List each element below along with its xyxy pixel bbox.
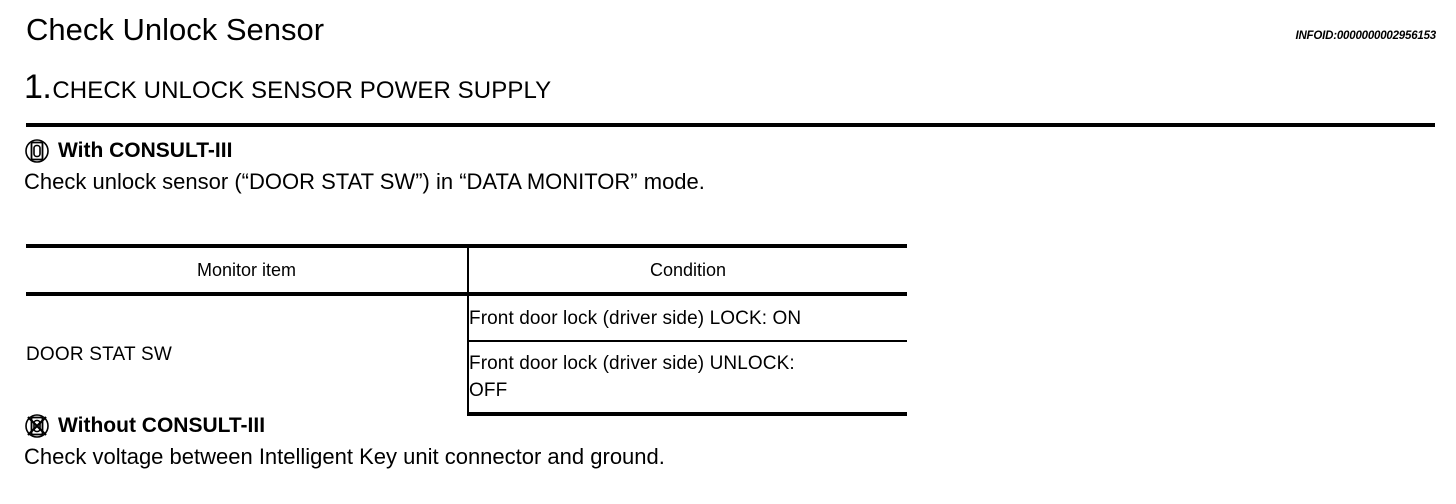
consult-tool-icon	[24, 138, 50, 164]
infoid-label: INFOID:0000000002956153	[1295, 30, 1436, 42]
consult-tool-crossed-icon	[24, 413, 50, 439]
page-title: Check Unlock Sensor	[26, 12, 325, 47]
section-without-consult-label: Without CONSULT-III	[58, 414, 266, 437]
section-without-consult-heading: Without CONSULT-III	[24, 413, 665, 439]
section-with-consult-body: Check unlock sensor (“DOOR STAT SW”) in …	[24, 169, 705, 194]
section-divider-rule	[26, 123, 1435, 127]
section-with-consult-heading: With CONSULT-III	[24, 138, 705, 164]
step-heading: 1. CHECK UNLOCK SENSOR POWER SUPPLY	[24, 70, 551, 106]
table-row: DOOR STAT SW Front door lock (driver sid…	[26, 294, 907, 414]
section-with-consult: With CONSULT-III Check unlock sensor (“D…	[24, 138, 705, 196]
step-title: CHECK UNLOCK SENSOR POWER SUPPLY	[52, 77, 552, 104]
cell-condition-lock: Front door lock (driver side) LOCK: ON	[468, 294, 907, 342]
column-header-monitor-item: Monitor item	[26, 244, 469, 296]
section-with-consult-label: With CONSULT-III	[58, 139, 233, 162]
step-number: 1.	[24, 68, 52, 106]
cell-condition-unlock-line2: OFF	[469, 380, 508, 401]
column-header-condition: Condition	[468, 244, 907, 296]
section-without-consult-body: Check voltage between Intelligent Key un…	[24, 444, 665, 469]
cell-condition-unlock-line1: Front door lock (driver side) UNLOCK:	[469, 353, 795, 374]
table-row: Front door lock (driver side) UNLOCK: OF…	[26, 341, 907, 416]
title-row: Check Unlock Sensor INFOID:0000000002956…	[0, 10, 1456, 54]
monitor-item-table: Monitor item Condition DOOR STAT SW Fron…	[26, 244, 907, 416]
cell-monitor-item: DOOR STAT SW	[26, 294, 469, 414]
table-header-row: Monitor item Condition	[26, 244, 907, 296]
section-without-consult: Without CONSULT-III Check voltage betwee…	[24, 413, 665, 471]
cell-condition-unlock: Front door lock (driver side) UNLOCK: OF…	[468, 341, 907, 416]
